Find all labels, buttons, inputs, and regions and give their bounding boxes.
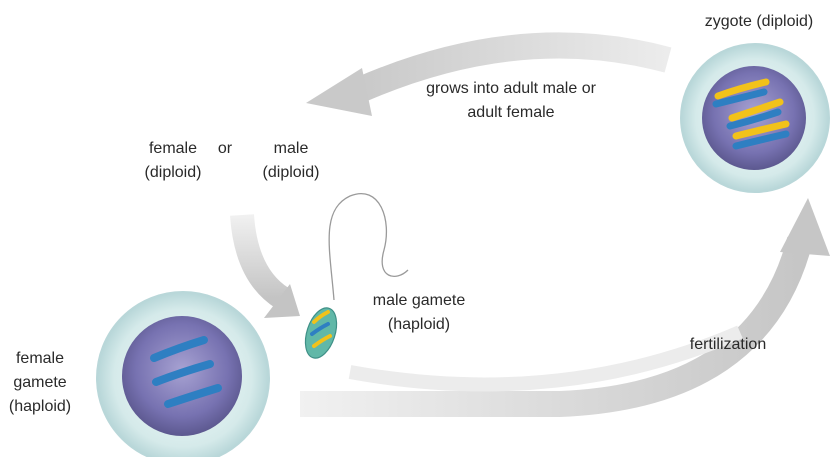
zygote-label: zygote (diploid) [684, 10, 834, 34]
female-gamete-line1: female [15, 350, 65, 367]
or-label: or [205, 137, 245, 161]
female-adult-label: female (diploid) [118, 137, 228, 185]
male-adult-line1: male [273, 140, 309, 157]
female-gamete-label: female gamete (haploid) [0, 347, 80, 419]
growth-label-line2: adult female [467, 104, 555, 121]
zygote-chromosomes [712, 78, 790, 150]
growth-label-line1: grows into adult male or [426, 80, 596, 97]
male-gamete-line1: male gamete [372, 292, 466, 309]
male-gamete-label: male gamete (haploid) [352, 289, 486, 337]
female-adult-line2: (diploid) [144, 164, 202, 181]
male-adult-label: male (diploid) [236, 137, 346, 185]
growth-label: grows into adult male or adult female [396, 77, 626, 125]
zygote-label-text: zygote (diploid) [704, 13, 814, 30]
male-gamete-line2: (haploid) [387, 316, 451, 333]
growth-arrow [306, 32, 672, 116]
fertilization-arrow [300, 198, 830, 417]
gamete-formation-arrow [230, 213, 300, 318]
female-gamete-cell [96, 291, 270, 457]
zygote-cell [680, 43, 830, 193]
fertilization-label-text: fertilization [689, 336, 767, 353]
female-adult-line1: female [148, 140, 198, 157]
egg-chromosomes [150, 336, 222, 408]
female-gamete-line3: (haploid) [8, 398, 72, 415]
female-gamete-line2: gamete [13, 374, 67, 391]
or-label-text: or [217, 140, 233, 157]
fertilization-label: fertilization [668, 333, 788, 357]
male-gamete-sperm [304, 193, 409, 359]
male-adult-line2: (diploid) [262, 164, 320, 181]
